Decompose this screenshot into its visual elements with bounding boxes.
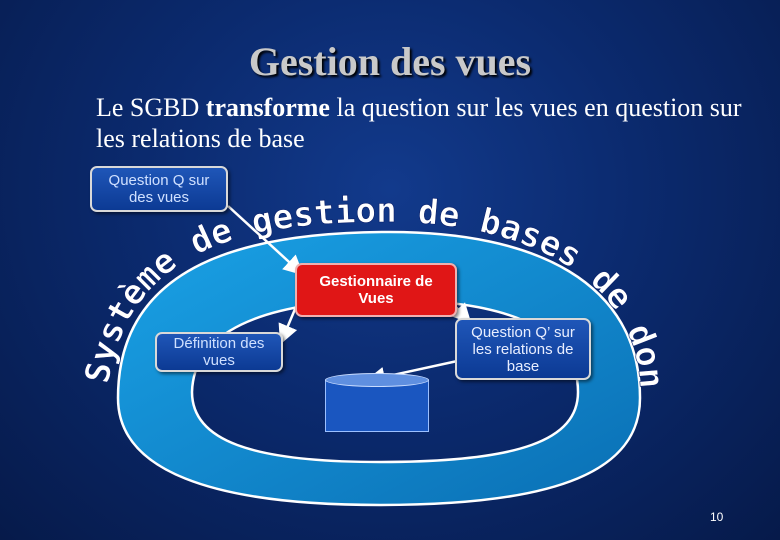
question-q-box: Question Q sur des vues (90, 166, 228, 212)
definition-vues-box: Définition des vues (155, 332, 283, 372)
subtitle-lead: Le SGBD (96, 93, 206, 122)
slide-title: Gestion des vues (248, 39, 532, 84)
arrow-question-to-gestionnaire (227, 205, 304, 276)
database-cylinder-body (325, 380, 429, 432)
subtitle-emphasis: transforme (205, 93, 330, 122)
gestionnaire-vues-box: Gestionnaire de Vues (295, 263, 457, 317)
slide-subtitle: Le SGBD transforme la question sur les v… (96, 92, 756, 154)
question-qprime-box: Question Q’ sur les relations de base (455, 318, 591, 380)
subtitle-rest: la question sur les vues en question sur… (96, 93, 742, 153)
page-number: 10 (710, 510, 724, 524)
database-cylinder-top (325, 373, 429, 387)
